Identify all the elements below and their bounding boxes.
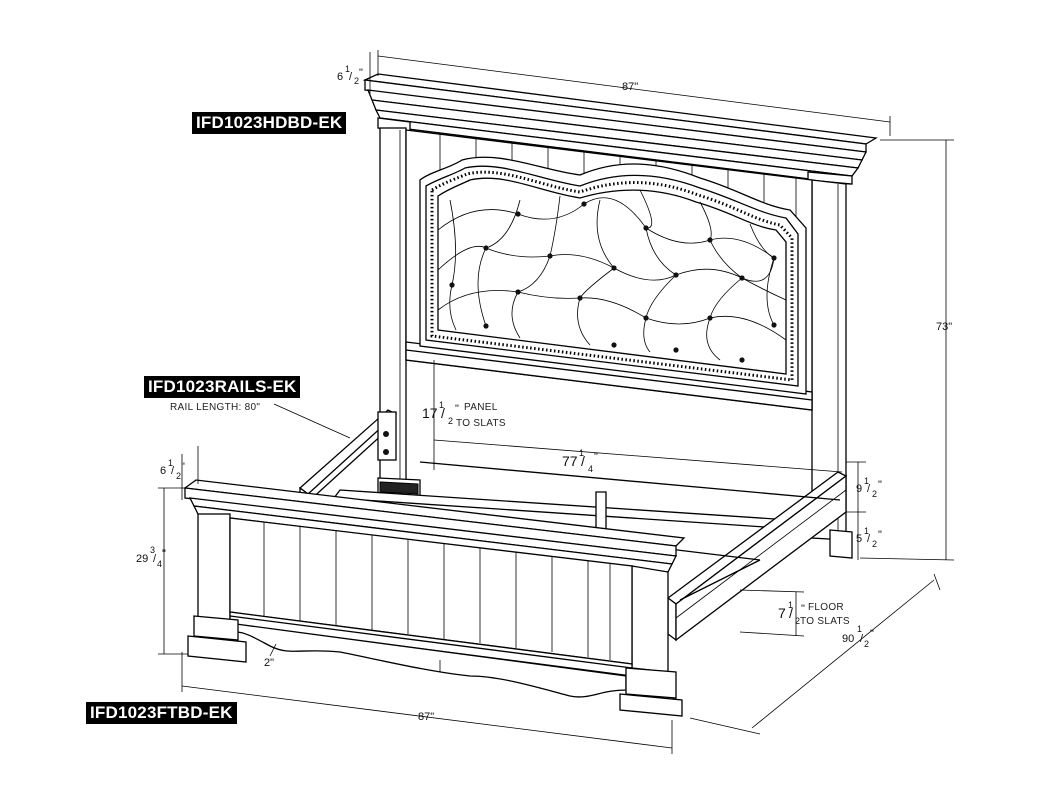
svg-text:2: 2 [864, 639, 869, 649]
svg-text:/: / [581, 453, 585, 469]
svg-text:TO SLATS: TO SLATS [456, 418, 506, 429]
svg-text:4: 4 [157, 559, 162, 569]
svg-text:1: 1 [168, 458, 173, 468]
svg-text:/: / [867, 483, 871, 495]
svg-text:/: / [171, 465, 175, 477]
svg-text:": " [162, 548, 166, 560]
svg-text:": " [181, 461, 185, 473]
svg-text:2: 2 [176, 471, 181, 481]
footboard-top-thickness-label: 6 1 / 2 " [160, 458, 185, 481]
svg-text:9: 9 [856, 483, 862, 495]
svg-text:": " [455, 403, 459, 415]
footboard-offset-label: 2" [264, 657, 274, 669]
svg-text:1: 1 [579, 448, 584, 458]
svg-text:/: / [349, 71, 353, 83]
dimension-text: 87" 6 1 / 2 " 73" 17 1 / 2 " PANEL TO SL… [136, 64, 952, 723]
svg-text:1: 1 [864, 526, 869, 536]
svg-text:1: 1 [788, 600, 793, 610]
svg-text:77: 77 [562, 453, 578, 469]
rails [298, 409, 848, 642]
footboard-model-label: IFD1023FTBD-EK [86, 702, 237, 724]
svg-text:1: 1 [857, 624, 862, 634]
footboard [183, 479, 686, 717]
svg-text:7: 7 [778, 605, 786, 621]
rail-length-label: RAIL LENGTH: 80" [170, 402, 260, 413]
svg-text:6: 6 [160, 465, 166, 477]
svg-text:5: 5 [856, 533, 862, 545]
svg-text:90: 90 [842, 633, 854, 645]
svg-text:/: / [860, 633, 864, 645]
overall-length-label: 90 1 / 2 " [842, 624, 874, 649]
svg-text:2: 2 [354, 76, 359, 86]
svg-text:1: 1 [345, 64, 350, 74]
headboard [362, 73, 878, 559]
footboard-height-label: 29 3 / 4 " [136, 545, 166, 569]
headboard-width-label: 87" [622, 81, 638, 93]
svg-text:": " [878, 479, 882, 491]
svg-text:TO SLATS: TO SLATS [800, 616, 850, 627]
svg-text:2: 2 [448, 416, 453, 426]
svg-text:PANEL: PANEL [464, 402, 498, 413]
svg-text:2: 2 [872, 489, 877, 499]
floor-to-slats-label: 7 1 / 2 " FLOOR TO SLATS [778, 600, 850, 627]
svg-text:1: 1 [439, 400, 444, 410]
headboard-model-label: IFD1023HDBD-EK [192, 112, 347, 134]
headboard-height-label: 73" [936, 321, 952, 333]
svg-text:6: 6 [337, 71, 343, 83]
panel-to-slats-label: 17 1 / 2 " PANEL TO SLATS [422, 400, 506, 429]
svg-text:": " [801, 603, 805, 615]
svg-text:1: 1 [864, 476, 869, 486]
headboard-top-thickness-label: 6 1 / 2 " [337, 64, 363, 86]
svg-text:/: / [867, 533, 871, 545]
svg-text:": " [870, 628, 874, 640]
svg-text:/: / [153, 553, 157, 565]
rail-height-label: 9 1 / 2 " [856, 476, 882, 499]
svg-text:29: 29 [136, 553, 148, 565]
svg-text:/: / [789, 605, 793, 621]
svg-text:2: 2 [872, 539, 877, 549]
svg-text:FLOOR: FLOOR [808, 602, 844, 613]
svg-text:/: / [441, 405, 445, 421]
dimension-lines [158, 50, 955, 754]
inner-width-label: 77 1 / 4 " [562, 448, 598, 474]
svg-text:": " [359, 67, 363, 79]
leg-height-label: 5 1 / 2 " [856, 526, 882, 549]
svg-text:17: 17 [422, 405, 438, 421]
svg-text:2: 2 [795, 616, 800, 626]
svg-text:4: 4 [588, 464, 593, 474]
svg-text:": " [878, 529, 882, 541]
svg-text:3: 3 [150, 545, 155, 555]
rails-model-label: IFD1023RAILS-EK [144, 376, 301, 398]
footboard-width-label: 87" [418, 711, 434, 723]
svg-text:": " [594, 451, 598, 463]
